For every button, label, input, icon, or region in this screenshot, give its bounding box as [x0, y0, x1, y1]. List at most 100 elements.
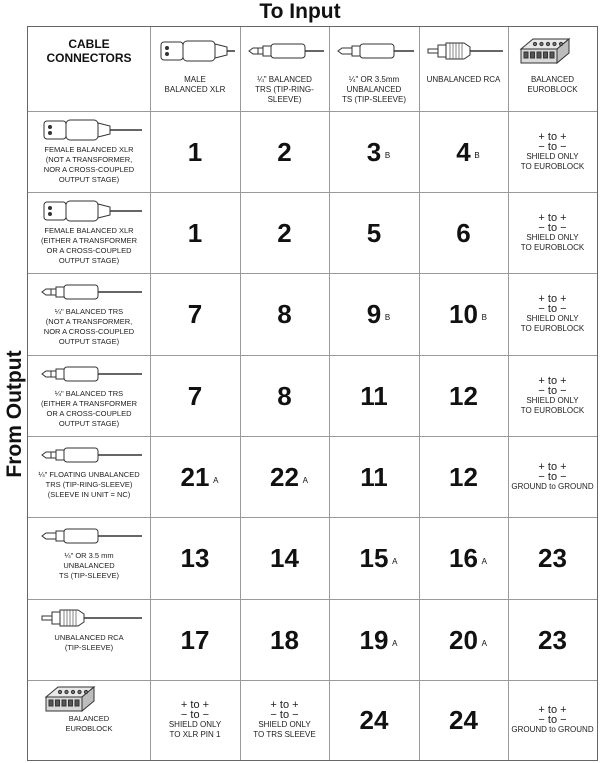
grid-hline: [28, 355, 597, 356]
diagram-number-value: 3: [366, 136, 382, 167]
wiring-rule-line: + to +: [538, 130, 567, 143]
diagram-number-value: 6: [456, 217, 471, 248]
column-label: UNBALANCED RCA: [426, 75, 501, 84]
diagram-number-value: 8: [277, 380, 292, 411]
wiring-rule-line: − to −: [270, 709, 299, 721]
wiring-rule-line: GROUND to GROUND: [511, 725, 594, 734]
xlr-male-plug-icon: [160, 40, 235, 62]
diagram-number: 24: [360, 705, 389, 735]
diagram-number-value: 4: [456, 136, 471, 167]
matrix-cell: 1: [150, 192, 240, 273]
grid-hline: [28, 111, 597, 112]
corner-header: CABLE CONNECTORS: [28, 27, 150, 111]
footnote-mark: A: [213, 475, 219, 485]
diagram-number-value: 11: [360, 461, 388, 492]
diagram-number-value: 7: [187, 299, 203, 329]
row-label: UNBALANCED RCA(TIP-SLEEVE): [54, 633, 124, 652]
wiring-rule-line: TO EUROBLOCK: [520, 324, 585, 333]
diagram-number-value: 10: [449, 299, 478, 329]
grid-vline: [508, 27, 509, 760]
wiring-rule-line: + to +: [538, 211, 567, 224]
diagram-number: 17: [181, 625, 210, 655]
diagram-number-value: 17: [180, 624, 210, 655]
footnote-mark: B: [474, 150, 480, 160]
wiring-rule-line: + to +: [538, 704, 567, 716]
diagram-number-value: 23: [538, 543, 567, 573]
row-header: FEMALE BALANCED XLR(NOT A TRANSFORMER,NO…: [28, 111, 150, 192]
diagram-number: 18: [270, 625, 299, 655]
diagram-number-value: 2: [277, 136, 292, 167]
diagram-number-value: 9: [366, 299, 382, 329]
diagram-number-value: 8: [277, 299, 292, 329]
matrix-cell: 7: [150, 355, 240, 436]
euroblock-icon: [44, 686, 96, 712]
diagram-number-value: 14: [270, 543, 299, 573]
matrix-cell: 18: [240, 599, 329, 680]
wiring-rule-line: TO EUROBLOCK: [520, 161, 585, 171]
matrix-cell: 23: [508, 517, 597, 599]
column-header: UNBALANCED RCA: [419, 27, 508, 111]
wiring-rule-line: − to −: [538, 221, 567, 234]
ts-plug-icon: [41, 528, 142, 544]
wiring-rule-line: TO TRS SLEEVE: [253, 730, 316, 739]
top-title: To Input: [259, 0, 341, 23]
wiring-rule-line: − to −: [538, 140, 567, 153]
footnote-mark: A: [481, 638, 487, 648]
wiring-rule-line: − to −: [538, 384, 567, 397]
wiring-rule-line: + to +: [270, 699, 299, 711]
euroblock-icon: [519, 37, 571, 65]
grid-vline: [419, 27, 420, 760]
diagram-number-value: 19: [359, 624, 389, 655]
wiring-rule-line: SHIELD ONLY: [526, 232, 579, 242]
rca-plug-icon: [427, 42, 503, 60]
wiring-rule-line: − to −: [538, 303, 567, 315]
diagram-number: 2: [277, 137, 291, 167]
matrix-cell: 2: [240, 192, 329, 273]
trs-plug-icon: [248, 43, 324, 59]
wiring-rule: + to +− to −GROUND to GROUND: [511, 705, 593, 735]
grid-vline: [240, 27, 241, 760]
wiring-rule-line: + to +: [538, 374, 567, 387]
xlr-female-plug-icon: [43, 119, 142, 141]
diagram-number-value: 20: [449, 624, 478, 655]
trs-plug-icon: [41, 366, 142, 382]
matrix-cell: 8: [240, 273, 329, 355]
diagram-number-value: 23: [538, 624, 567, 655]
matrix-cell: 24: [419, 680, 508, 760]
diagram-number-value: 11: [360, 380, 388, 411]
diagram-number: 1: [188, 218, 202, 248]
grid-hline: [28, 517, 597, 518]
grid-vline: [329, 27, 330, 760]
row-header: UNBALANCED RCA(TIP-SLEEVE): [28, 599, 150, 680]
matrix-cell: 11: [329, 355, 419, 436]
matrix-cell: + to +− to −GROUND to GROUND: [508, 436, 597, 517]
grid-hline: [28, 192, 597, 193]
footnote-mark: B: [481, 313, 487, 322]
grid-hline: [28, 273, 597, 274]
diagram-number-value: 1: [187, 217, 203, 248]
